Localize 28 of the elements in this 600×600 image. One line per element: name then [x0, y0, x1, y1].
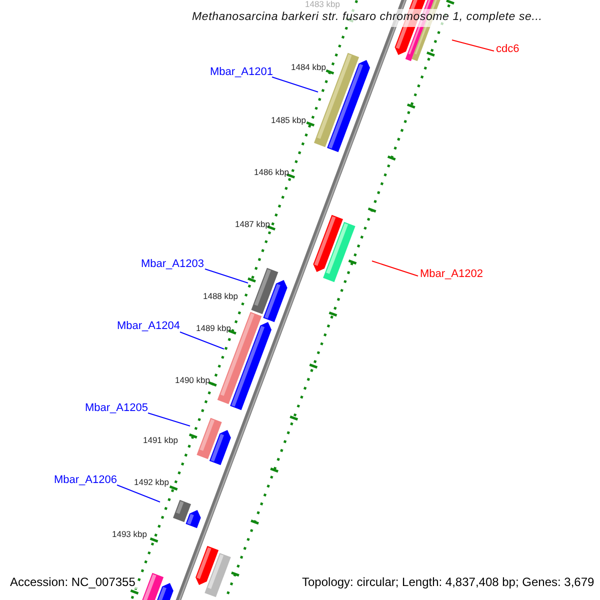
- accession-label: Accession: NC_007355: [8, 575, 138, 589]
- tick-label: 1488 kbp: [203, 292, 238, 300]
- tick-label: 1483 kbp: [305, 0, 340, 8]
- tick-label: 1493 kbp: [112, 530, 147, 538]
- leader-line: [204, 268, 248, 284]
- tick-label: 1490 kbp: [175, 376, 210, 384]
- gene-label: Mbar_A1205: [85, 403, 148, 414]
- gene-label: Mbar_A1204: [117, 321, 180, 332]
- tick-label: 1486 kbp: [254, 168, 289, 176]
- map-title: Methanosarcina barkeri str. fusaro chromosome 1, complete se...: [192, 12, 542, 24]
- genome-stats-label: Topology: circular; Length: 4,837,408 bp; Genes: 3,679: [300, 575, 596, 589]
- tick-label: 1485 kbp: [271, 116, 306, 124]
- leader-line: [116, 484, 160, 502]
- leader-line: [148, 412, 190, 426]
- tick-label: 1489 kbp: [196, 324, 231, 332]
- tick-label: 1487 kbp: [235, 220, 270, 228]
- leader-line: [272, 76, 318, 92]
- gene-label: cdc6: [496, 44, 520, 55]
- leader-line: [180, 332, 224, 350]
- gene-label: Mbar_A1203: [141, 259, 204, 270]
- leader-line: [372, 260, 418, 276]
- gene-label: Mbar_A1206: [54, 475, 117, 486]
- tick-label: 1491 kbp: [143, 436, 178, 444]
- gene-label: Mbar_A1202: [420, 269, 483, 280]
- tick-label: 1484 kbp: [291, 63, 326, 72]
- gene-label: Mbar_A1201: [210, 67, 273, 78]
- tick-label: 1492 kbp: [134, 478, 169, 486]
- leader-line: [452, 40, 494, 52]
